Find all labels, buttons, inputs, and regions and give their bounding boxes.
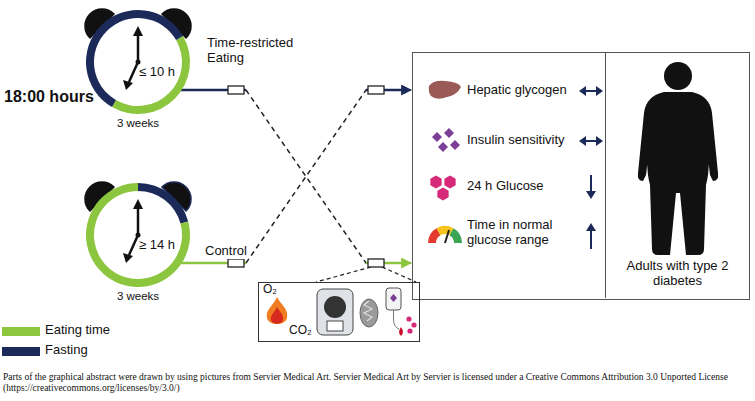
liver-icon [429, 81, 461, 99]
node-text: CO₂ [289, 324, 323, 338]
period-marker [368, 259, 384, 267]
increase-arrow [590, 228, 592, 249]
clock-hand [129, 62, 138, 82]
text-slot: Hepatic glycogen [467, 83, 577, 98]
flame-icon [267, 297, 288, 324]
blood-drop [399, 327, 403, 336]
node-text: 3 weeks [84, 117, 192, 130]
node-illustration [259, 283, 421, 343]
crossover-arm [192, 90, 411, 263]
glucose-icon [437, 188, 448, 201]
clock-node: ≥ 14 h 3 weeks [84, 175, 192, 307]
glucose-icon [444, 176, 455, 189]
node-text: 24 h Glucose [467, 179, 577, 194]
text-slot: 3 weeks [84, 117, 192, 130]
legend-entry: Fasting [2, 342, 122, 360]
glucose-dot [411, 322, 416, 327]
person-silhouette [664, 62, 692, 90]
unchanged-arrow [584, 90, 598, 92]
text-slot: 24 h Glucose [467, 179, 577, 194]
clock-hand [123, 253, 133, 263]
node-illustration [84, 175, 192, 307]
crossover-arm [192, 90, 411, 263]
node-illustration [84, 2, 192, 134]
node-text: Hepatic glycogen [467, 83, 577, 98]
clock-hand [137, 207, 140, 235]
iv-bag-icon [386, 288, 401, 310]
time-label: 18:00 hours [4, 88, 96, 106]
legend-text: Fasting [45, 343, 88, 358]
clock-hand [129, 235, 138, 255]
caption-box: Parts of the graphical abstract were dra… [3, 372, 752, 395]
clock-ring [86, 183, 190, 287]
person-silhouette [638, 92, 718, 255]
clock-hand [123, 80, 133, 90]
clock-ring [86, 10, 183, 107]
insulin-icon [432, 132, 442, 142]
callout-line [316, 267, 371, 282]
callout-line [382, 267, 416, 282]
clock-node: ≤ 10 h 3 weeks [84, 2, 192, 134]
text-slot: Time in normal glucose range [467, 218, 567, 248]
text-slot: ≤ 10 h [139, 65, 191, 80]
arm-label: Time-restricted Eating [206, 36, 304, 66]
text-slot: Adults with type 2 diabetes [616, 259, 739, 289]
mitochondrion-icon [360, 299, 378, 327]
arm-label: Control [204, 241, 264, 259]
outcomes-panel: Hepatic glycogenInsulin sensitivity 24 h … [412, 52, 750, 300]
arm-label: Control [204, 244, 248, 259]
population-panel: Adults with type 2 diabetes [605, 53, 748, 298]
text-slot: 3 weeks [84, 290, 192, 303]
gauge-icon [450, 228, 463, 243]
text-slot: Insulin sensitivity [467, 133, 577, 148]
glucose-icon [430, 176, 441, 189]
time-label: 18:00 hours [4, 88, 96, 106]
glucose-dot [407, 328, 412, 333]
clock-hub [136, 233, 141, 238]
iv-bag-icon [390, 294, 397, 302]
iv-tube [394, 310, 400, 329]
clock-hand [133, 26, 143, 36]
mri-icon [317, 289, 353, 335]
mitochondrion-icon [364, 301, 372, 321]
node-text: ≤ 10 h [139, 65, 191, 80]
unchanged-arrow [579, 86, 603, 96]
insulin-icon [450, 140, 460, 150]
clock-hand [133, 199, 143, 209]
legend-swatch [2, 347, 40, 356]
clock-ring [138, 183, 188, 224]
unchanged-arrow [579, 136, 603, 146]
period-marker [228, 259, 244, 267]
arm-label: Time-restricted Eating [206, 36, 304, 66]
decrease-arrow [586, 191, 596, 199]
period-marker [368, 86, 384, 94]
clock-hand [137, 34, 140, 62]
node-text: ≥ 14 h [139, 238, 191, 253]
insulin-icon [444, 128, 454, 138]
glucose-dot [406, 316, 411, 321]
legend-swatch [2, 327, 40, 336]
node-text: Time in normal glucose range [467, 218, 567, 248]
clock-hub [136, 60, 141, 65]
flame-icon [271, 307, 283, 324]
node-text: 3 weeks [84, 290, 192, 303]
insulin-icon [438, 142, 448, 152]
period-marker [228, 86, 244, 94]
gauge-needle [445, 230, 449, 243]
increase-arrow [586, 223, 596, 231]
text-slot: ≥ 14 h [139, 238, 191, 253]
unchanged-arrow [584, 140, 598, 142]
node-text: Adults with type 2 diabetes [616, 259, 739, 289]
text-slot: CO₂ [289, 324, 323, 338]
measurement-box: O₂ CO₂ [258, 282, 420, 342]
text-slot: O₂ [263, 283, 293, 297]
mri-icon [324, 296, 346, 318]
node-text: O₂ [263, 283, 293, 297]
mri-icon [327, 321, 343, 331]
caption: Parts of the graphical abstract were dra… [3, 372, 752, 395]
node-text: Insulin sensitivity [467, 133, 577, 148]
legend-text: Eating time [45, 323, 110, 338]
legend-entry: Eating time [2, 322, 122, 340]
